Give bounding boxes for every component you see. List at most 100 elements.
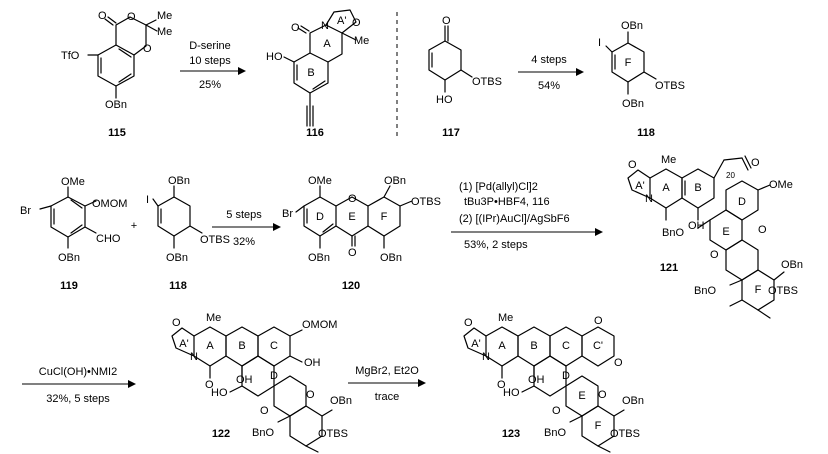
compound-121-label-6: N [645, 193, 653, 205]
plus-sign: + [131, 220, 137, 232]
compound-120: OMe OBn Br OTBS D E F O O OBn OBn 120 [282, 175, 441, 292]
compound-118-bottom-label-2: OBn [168, 175, 190, 187]
compound-116-label-5: HO [266, 51, 283, 63]
compound-123-label-1: O [464, 317, 473, 329]
compound-122-label-16: BnO [252, 427, 274, 439]
compound-123-label-14: O [598, 389, 607, 401]
compound-119-label-1: OMOM [92, 198, 127, 210]
compound-122-label-0: Me [206, 312, 221, 324]
compound-123-label-17: OBn [622, 395, 644, 407]
compound-118-top-ring-f: F [625, 57, 632, 69]
conditions-121-122-1: 32%, 5 steps [46, 393, 110, 405]
compound-116-label-0: O [291, 22, 300, 34]
compound-121-ring-a-prime: A' [635, 180, 644, 192]
compound-121-label-12: O [758, 224, 767, 236]
compound-116-label-4: Me [354, 35, 369, 47]
conditions-115-116-0: D-serine [189, 40, 231, 52]
compound-121-ring-b: B [694, 182, 701, 194]
conditions-115-116-1: 10 steps [189, 55, 231, 67]
compound-120-number: 120 [342, 280, 360, 292]
compound-123-label-20: OTBS [610, 428, 640, 440]
reaction-arrow-115-116: D-serine 10 steps 25% [180, 40, 246, 91]
compound-117-number: 117 [442, 127, 460, 139]
compound-123: Me O A' A B C C' O O N O OH D HO O E O O… [463, 312, 644, 453]
compound-118-bottom-label-3: OTBS [200, 234, 230, 246]
compound-119-number: 119 [60, 280, 78, 292]
conditions-120-121-0: (1) [Pd(allyl)Cl]2 [459, 181, 538, 193]
compound-120-label-8: O [348, 247, 357, 259]
compound-122-label-12: HO [211, 387, 228, 399]
compound-123-ring-c-prime: C' [593, 340, 603, 352]
compound-120-label-9: OBn [308, 252, 330, 264]
conditions-117-118-0: 4 steps [531, 54, 567, 66]
compound-123-ring-b: B [530, 340, 537, 352]
compound-123-label-10: O [497, 379, 506, 391]
compound-118-top: I F OBn OTBS OBn 118 [598, 20, 685, 139]
compound-122-label-9: O [205, 379, 214, 391]
reaction-arrow-121-122: CuCl(OH)•NMI2 32%, 5 steps [22, 366, 136, 405]
compound-123-ring-a-prime: A' [471, 338, 480, 350]
compound-117: O HO OTBS 117 [428, 15, 502, 139]
compound-123-label-7: O [594, 315, 603, 327]
compound-119-label-2: Br [20, 205, 31, 217]
compound-122-ring-c: C [270, 340, 278, 352]
compound-115: O Me Me O O TfO OBn 115 [61, 10, 172, 139]
conditions-119-120-1: 32% [233, 236, 255, 248]
compound-122-number: 122 [212, 428, 230, 440]
compound-115-label-3: O [127, 11, 136, 23]
conditions-121-122-0: CuCl(OH)•NMI2 [39, 366, 117, 378]
compound-120-label-3: OTBS [411, 196, 441, 208]
compound-122-ring-d: D [270, 370, 278, 382]
compound-118-bottom-number: 118 [169, 280, 187, 292]
compound-123-label-0: Me [498, 312, 513, 324]
compound-118-top-label-4: OBn [622, 98, 644, 110]
compound-123-ring-a: A [498, 340, 506, 352]
compound-118-top-label-2: OBn [621, 20, 643, 32]
compound-118-top-label-0: I [598, 37, 601, 49]
compound-120-ring-f: F [381, 211, 388, 223]
compound-123-label-11: OH [528, 374, 545, 386]
compound-123-ring-e: E [578, 390, 585, 402]
compound-115-number: 115 [108, 127, 126, 139]
compound-121: Me O 20 A' A B N OMe O OH D BnO O E OBn … [627, 154, 803, 319]
compound-115-label-2: Me [157, 26, 172, 38]
compound-117-label-1: HO [436, 94, 453, 106]
conditions-120-121-1: tBu3P•HBF4, 116 [464, 196, 550, 208]
conditions-122-123-1: trace [375, 391, 399, 403]
compound-117-label-2: OTBS [472, 76, 502, 88]
compound-122-label-10: OH [236, 374, 253, 386]
compound-118-bottom: I OBn OTBS OBn 118 [146, 175, 230, 292]
compound-118-bottom-label-0: I [146, 194, 149, 206]
compound-122-label-14: O [260, 405, 269, 417]
compound-120-label-10: OBn [380, 252, 402, 264]
compound-121-label-8: O [751, 157, 760, 169]
compound-121-ring-f: F [755, 284, 762, 296]
compound-121-ring-a: A [662, 182, 670, 194]
conditions-122-123-0: MgBr2, Et2O [355, 365, 419, 377]
compound-123-ring-f: F [595, 420, 602, 432]
reaction-arrow-120-121: (1) [Pd(allyl)Cl]2 tBu3P•HBF4, 116 (2) [… [451, 181, 603, 251]
compound-116-label-3: O [352, 17, 361, 29]
compound-122-label-8: OH [304, 357, 321, 369]
compound-115-label-5: TfO [61, 50, 80, 62]
compound-121-label-9: OH [688, 220, 705, 232]
conditions-120-121-2: (2) [(IPr)AuCl]/AgSbF6 [459, 213, 570, 225]
compound-123-number: 123 [502, 428, 520, 440]
compound-115-label-4: O [143, 43, 152, 55]
compound-120-label-7: O [348, 193, 357, 205]
compound-119-label-3: CHO [96, 233, 121, 245]
compound-122-label-13: O [306, 389, 315, 401]
compound-122: Me O A' A B C OMOM N OH O OH D HO O O OB… [171, 312, 352, 453]
compound-123-label-9: N [482, 351, 490, 363]
compound-121-label-11: BnO [662, 227, 684, 239]
compound-121-label-15: O [710, 249, 719, 261]
compound-116-label-1: N [321, 20, 329, 32]
compound-119-label-0: OMe [61, 176, 85, 188]
compound-116-ring-a: A [323, 38, 331, 50]
compound-118-top-number: 118 [637, 127, 655, 139]
compound-122-label-15: OBn [330, 395, 352, 407]
compound-123-ring-d: D [562, 370, 570, 382]
compound-122-ring-b: B [238, 340, 245, 352]
compound-115-label-6: OBn [105, 99, 127, 111]
